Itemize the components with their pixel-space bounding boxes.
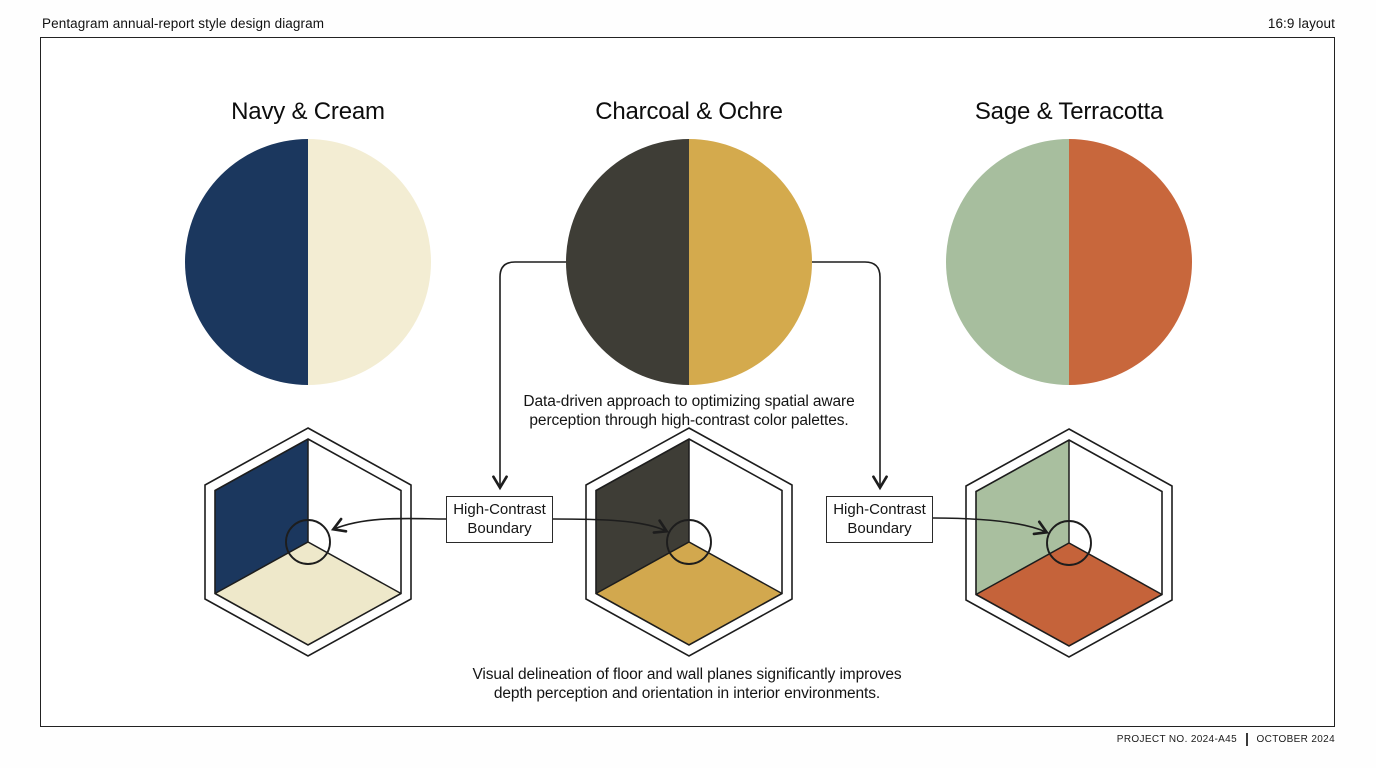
charcoal-half [566,139,689,385]
boundary-label-line2: Boundary [847,519,912,537]
arrow-boundary-to-room-1 [330,517,447,533]
bottom-caption-line2: depth perception and orientation in inte… [493,685,881,702]
room-diagram-charcoal-ochre [585,427,793,657]
page-title: Pentagram annual-report style design dia… [42,16,325,31]
boundary-label-line1: High-Contrast [453,501,546,518]
navy-half [185,139,308,385]
terracotta-half [1069,139,1192,385]
arrow-circle-to-right-boundary [812,261,888,491]
connector-arrows [330,261,1050,536]
layout-label: 16:9 layout [1267,16,1335,31]
palette-circle-charcoal-ochre [566,139,812,385]
boundary-label-line1: High-Contrast [833,501,926,518]
palette-title-navy-cream: Navy & Cream [231,98,385,125]
cream-half [308,139,431,385]
arrow-boundary-to-room-3 [932,517,1050,536]
bottom-caption-line1: Visual delineation of floor and wall pla… [472,666,902,683]
sage-half [946,139,1069,385]
palette-title-sage-terracotta: Sage & Terracotta [974,98,1164,125]
middle-caption: Data-driven approach to optimizing spati… [439,392,939,430]
diagram-frame: Navy & Cream Charcoal & Ochre Sage & Ter… [40,37,1335,727]
footer-divider [1246,733,1248,746]
palette-title-charcoal-ochre: Charcoal & Ochre [595,98,783,125]
ochre-half [689,139,812,385]
high-contrast-boundary-label-right: High-Contrast Boundary [826,496,933,543]
footer-date: OCTOBER 2024 [1256,734,1335,745]
room-diagram-navy-cream [204,427,412,657]
arrow-circle-to-left-boundary [492,261,566,491]
footer-meta: PROJECT NO. 2024-A45 OCTOBER 2024 [1117,733,1335,746]
middle-caption-line2: perception through high-contrast color p… [529,412,849,429]
palette-circle-sage-terracotta [946,139,1192,385]
arrow-boundary-to-room-2 [552,518,669,534]
middle-caption-line1: Data-driven approach to optimizing spati… [523,393,855,410]
high-contrast-boundary-label-left: High-Contrast Boundary [446,496,553,543]
palette-circle-navy-cream [185,139,431,385]
bottom-caption: Visual delineation of floor and wall pla… [427,665,947,703]
room-diagram-sage-terracotta [965,428,1173,658]
diagram-graphics [185,139,1192,658]
boundary-label-line2: Boundary [467,519,532,537]
project-number: PROJECT NO. 2024-A45 [1116,734,1237,745]
